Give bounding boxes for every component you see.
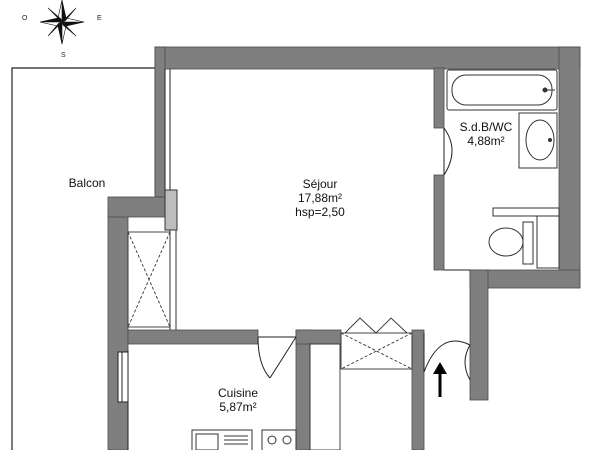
wall-entry-mid — [411, 329, 425, 450]
room-label-balcon: Balcon — [55, 176, 119, 190]
kitchen-sink-icon — [191, 429, 253, 450]
wall-left-corner — [107, 196, 169, 218]
wall-top — [154, 46, 581, 70]
stove-icon — [261, 429, 297, 450]
room-area: 17,88m² — [297, 191, 343, 205]
room-area: 4,88m² — [467, 134, 505, 148]
wall-kitchen-top — [127, 329, 259, 345]
room-label-cuisine: Cuisine 5,87m² — [200, 386, 276, 414]
compass-south-label: S — [61, 52, 66, 59]
closet-left — [127, 231, 171, 328]
bathroom-partition — [492, 207, 560, 269]
kitchen-door — [257, 336, 297, 379]
wall-entry-left — [295, 329, 311, 450]
room-label-sejour: Séjour 17,88m² hsp=2,50 — [270, 177, 370, 219]
wall-bath-upper — [433, 67, 445, 129]
room-name: S.d.B/WC — [459, 120, 513, 134]
room-label-sdb: S.d.B/WC 4,88m² — [450, 120, 522, 148]
balcony-outline — [11, 67, 155, 450]
compass-rose-icon — [39, 0, 85, 45]
room-name: Balcon — [68, 176, 106, 190]
wall-right — [558, 46, 581, 288]
entrance-arrow-icon — [433, 362, 447, 397]
wall-left-upper — [154, 46, 166, 198]
room-ceiling-height: hsp=2,50 — [295, 205, 345, 219]
sink-icon — [518, 112, 558, 169]
bathroom-door — [443, 127, 453, 176]
room-name: Cuisine — [217, 386, 259, 400]
entrance-door — [423, 333, 471, 381]
bathtub-icon — [446, 69, 558, 111]
compass-west-label: O — [22, 15, 28, 22]
wall-entry-top — [295, 329, 342, 345]
toilet-icon — [488, 221, 534, 265]
room-area: 5,87m² — [219, 400, 257, 414]
room-name: Séjour — [302, 177, 338, 191]
kitchen-side-door — [117, 351, 129, 403]
wall-bath-lower — [433, 174, 445, 271]
wall-right-lower — [469, 269, 489, 401]
closet-middle — [309, 317, 413, 450]
wall-left-lower — [107, 214, 129, 450]
compass-east-label: E — [97, 15, 102, 22]
